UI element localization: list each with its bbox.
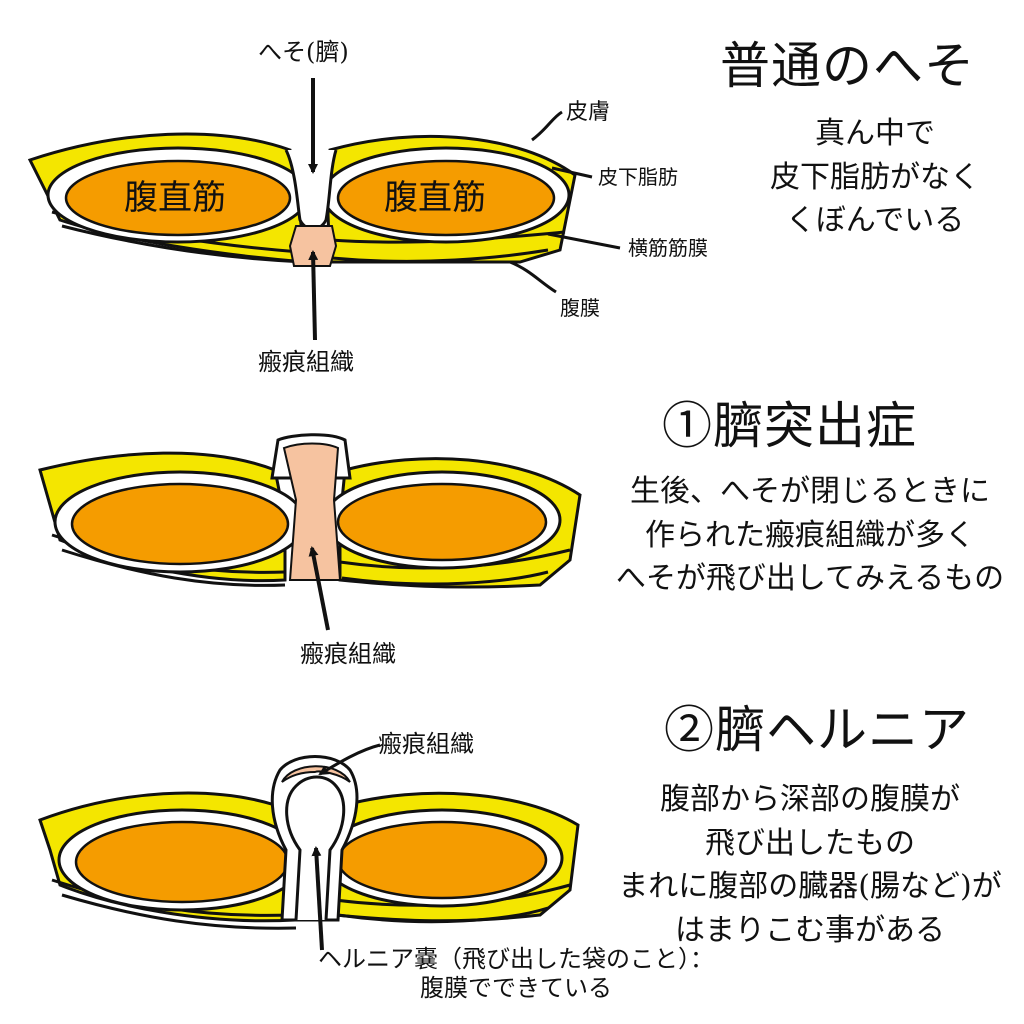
diagram-protrusion: [38, 433, 582, 631]
skin-label: 皮膚: [566, 100, 611, 125]
peritoneum-label: 腹膜: [560, 296, 600, 320]
section3-title: ②臍ヘルニア: [664, 701, 970, 759]
right-peritoneum-line-2: [341, 570, 549, 586]
section3-desc-line: 腹部から深部の腹膜が: [660, 782, 960, 817]
section2-desc-line: 生後、へそが閉じるときに: [630, 474, 990, 509]
scar-cap: [281, 765, 351, 783]
scar-tissue-label-1: 瘢痕組織: [258, 348, 354, 376]
scar-tissue-label-2: 瘢痕組織: [300, 640, 396, 668]
diagram-normal-navel: [27, 78, 621, 341]
right-peritoneum-line: [331, 248, 549, 263]
hernia-sac-line: ヘルニア嚢（飛び出した袋のこと）：: [318, 945, 714, 973]
section3-desc-line: 飛び出したもの: [705, 825, 915, 861]
left-muscle-label: 腹直筋: [124, 178, 226, 218]
fascia-leader: [547, 232, 621, 250]
section2-description: 生後、へそが閉じるときに 作られた瘢痕組織が多く へそが飛び出してみえるもの: [600, 470, 1020, 601]
left-peritoneum-line-2: [61, 548, 286, 587]
hernia-sac-line: 腹膜でできている: [420, 973, 612, 1002]
subcutaneous-fat-label: 皮下脂肪: [598, 165, 678, 189]
section1-desc-line: くぼんでいる: [785, 203, 965, 238]
section1-desc-line: 真ん中で: [815, 116, 935, 151]
transversalis-fascia-label: 横筋筋膜: [628, 236, 708, 260]
skin-leader: [531, 110, 563, 142]
peritoneum-leader: [509, 260, 557, 294]
hernia-sac-label: ヘルニア嚢（飛び出した袋のこと）： 腹膜でできている: [286, 945, 746, 1003]
scar-leader-3: [318, 743, 381, 776]
section3-description: 腹部から深部の腹膜が 飛び出したもの まれに腹部の臓器(腸など)が はまりこむ事…: [600, 778, 1020, 952]
scar-arrow-2: [308, 546, 330, 631]
right-muscle-label: 腹直筋: [384, 178, 486, 218]
navel-label: へそ(臍): [258, 38, 349, 66]
left-rectus-muscle-2: [70, 482, 290, 566]
left-peritoneum-line: [61, 224, 305, 264]
right-rectus-muscle-2: [336, 482, 548, 562]
left-rectus-muscle: [64, 159, 292, 237]
hernia-arrow: [311, 846, 324, 951]
section2-desc-line: 作られた瘢痕組織が多く: [645, 517, 975, 553]
right-rectus-muscle-3: [336, 820, 548, 900]
scar-tissue-2: [282, 442, 342, 581]
right-peritoneum-line-3: [337, 906, 549, 924]
section3-desc-line: まれに腹部の臓器(腸など)が: [618, 869, 1002, 904]
section2-desc-line: へそが飛び出してみえるもの: [615, 561, 1005, 596]
scar-tissue-label-3: 瘢痕組織: [378, 730, 474, 758]
section2-title: ①臍突出症: [662, 397, 917, 455]
left-peritoneum-line-3: [61, 893, 297, 930]
left-rectus-muscle-3: [74, 820, 290, 904]
fat-leader: [551, 166, 593, 179]
right-rectus-muscle: [336, 159, 556, 237]
section1-title: 普通のへそ: [720, 37, 975, 95]
section3-desc-line: はまりこむ事がある: [675, 912, 945, 948]
scar-arrow-1: [308, 250, 319, 341]
section1-description: 真ん中で 皮下脂肪がなく くぼんでいる: [740, 112, 1010, 243]
scar-tissue: [288, 225, 338, 267]
section1-desc-line: 皮下脂肪がなく: [770, 159, 980, 195]
diagram-hernia: [38, 743, 580, 951]
